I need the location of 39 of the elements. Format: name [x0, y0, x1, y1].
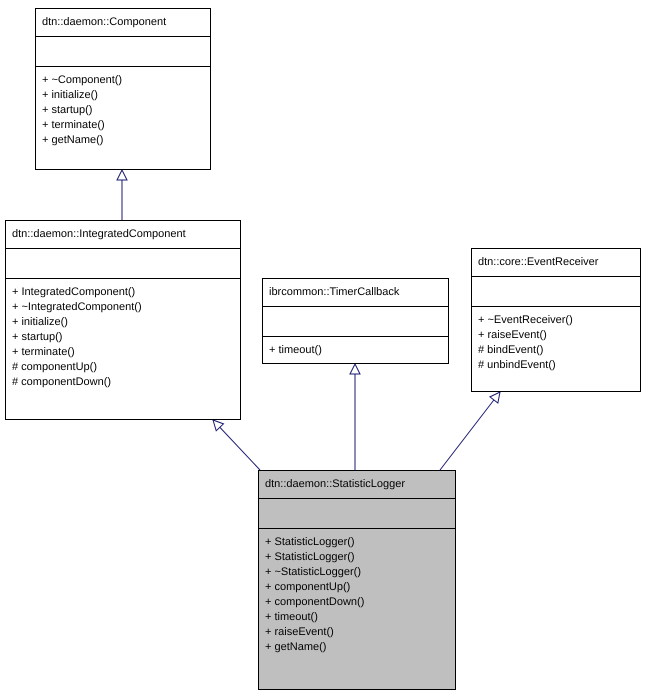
inheritance-arrow	[350, 364, 360, 470]
method-signature: # bindEvent()	[478, 343, 544, 358]
method-signature: + ~EventReceiver()	[478, 313, 573, 328]
method-signature: + timeout()	[269, 343, 322, 358]
method-signature: + terminate()	[12, 345, 75, 360]
class-box	[471, 248, 641, 392]
method-signature: + startup()	[12, 330, 62, 345]
method-signature: + ~IntegratedComponent()	[12, 300, 142, 315]
method-signature: + raiseEvent()	[265, 625, 334, 640]
method-signature: + componentUp()	[265, 580, 350, 595]
method-signature: + IntegratedComponent()	[12, 285, 136, 300]
method-signature: # componentDown()	[12, 375, 112, 390]
class-box	[5, 220, 241, 420]
method-signature: + componentDown()	[265, 595, 364, 610]
method-signature: + initialize()	[42, 88, 98, 103]
inheritance-arrow	[440, 392, 500, 470]
inheritance-arrow	[212, 420, 260, 470]
method-signature: + getName()	[42, 133, 104, 148]
class-name: ibrcommon::TimerCallback	[269, 286, 400, 298]
method-signature: + StatisticLogger()	[265, 535, 355, 550]
class-name: dtn::daemon::StatisticLogger	[265, 478, 406, 490]
method-signature: + ~Component()	[42, 73, 122, 88]
inheritance-arrow	[116, 170, 128, 220]
method-signature: + timeout()	[265, 610, 318, 625]
method-signature: # componentUp()	[12, 360, 97, 375]
method-signature: # unbindEvent()	[478, 358, 556, 373]
method-signature: + ~StatisticLogger()	[265, 565, 361, 580]
method-signature: + startup()	[42, 103, 92, 118]
class-box	[35, 8, 211, 170]
method-signature: + terminate()	[42, 118, 105, 133]
class-name: dtn::core::EventReceiver	[478, 256, 598, 268]
method-signature: + raiseEvent()	[478, 328, 547, 343]
class-name: dtn::daemon::IntegratedComponent	[12, 228, 186, 240]
method-signature: + StatisticLogger()	[265, 550, 355, 565]
method-signature: + getName()	[265, 640, 326, 655]
method-signature: + initialize()	[12, 315, 68, 330]
class-name: dtn::daemon::Component	[42, 16, 166, 28]
class-box	[258, 470, 456, 690]
class-box	[262, 278, 449, 364]
